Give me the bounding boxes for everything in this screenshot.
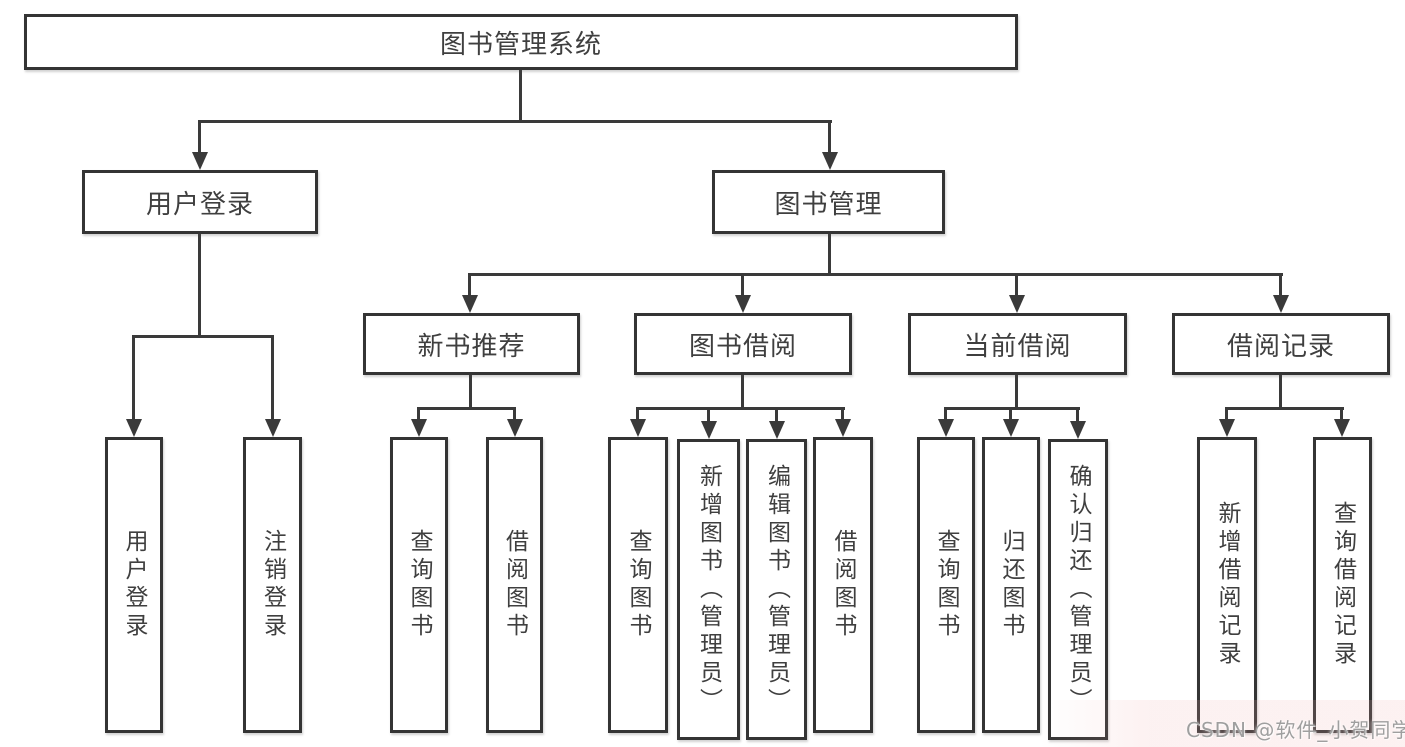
node-borrowing-records: 借阅记录 [1172, 313, 1390, 375]
connector-borrowing-stub [741, 373, 744, 410]
connector-recommendation-children-bar [417, 407, 516, 410]
leaf-recommend-borrow-books: 借阅图书 [486, 437, 543, 733]
arrow-down-icon [775, 407, 778, 421]
leaf-borrowing-borrow-books: 借阅图书 [813, 437, 873, 733]
arrow-down-icon [132, 335, 135, 419]
leaf-borrowing-add-books-admin: 新增图书（管理员） [677, 439, 740, 740]
leaf-user-login: 用户登录 [105, 437, 163, 733]
arrow-down-icon [636, 407, 639, 419]
watermark: CSDN @软件_小贺同学 [1186, 718, 1405, 742]
arrow-down-icon [944, 407, 947, 419]
connector-borrowing-children-bar [636, 407, 845, 410]
leaf-recommend-query-books: 查询图书 [390, 437, 448, 733]
connector-records-children-bar [1225, 407, 1344, 410]
leaf-borrowing-edit-books-admin: 编辑图书（管理员） [746, 439, 807, 740]
leaf-current-query-books: 查询图书 [917, 437, 975, 733]
connector-records-stub [1279, 373, 1282, 410]
arrow-down-icon [1225, 407, 1228, 419]
connector-level3-bar [468, 273, 1283, 276]
arrow-down-icon [741, 273, 744, 295]
arrow-down-icon [1279, 273, 1282, 295]
arrow-down-icon [707, 407, 710, 421]
arrow-down-icon [828, 120, 831, 152]
leaf-records-add-record: 新增借阅记录 [1197, 437, 1257, 733]
connector-recommendation-stub [469, 373, 472, 410]
arrow-down-icon [1015, 273, 1018, 295]
arrow-down-icon [271, 335, 274, 419]
connector-level2-bar [198, 120, 832, 123]
connector-root-stub [519, 68, 522, 122]
arrow-down-icon [198, 120, 201, 152]
node-book-borrowing: 图书借阅 [634, 313, 852, 375]
connector-book-management-stub [828, 232, 831, 276]
leaf-logout: 注销登录 [243, 437, 302, 733]
arrow-down-icon [1340, 407, 1343, 419]
connector-current-children-bar [944, 407, 1080, 410]
node-current-borrowing: 当前借阅 [908, 313, 1127, 375]
connector-user-login-children-bar [132, 335, 274, 338]
leaf-records-query-record: 查询借阅记录 [1313, 437, 1372, 733]
leaf-current-confirm-return-admin: 确认归还（管理员） [1048, 439, 1108, 740]
arrow-down-icon [1076, 407, 1079, 421]
node-user-login: 用户登录 [82, 170, 318, 234]
node-new-book-recommendation: 新书推荐 [363, 313, 580, 375]
connector-current-stub [1015, 373, 1018, 410]
node-library-management-system: 图书管理系统 [24, 14, 1018, 70]
connector-user-login-stub [198, 232, 201, 338]
arrow-down-icon [513, 407, 516, 419]
leaf-borrowing-query-books: 查询图书 [608, 437, 668, 733]
arrow-down-icon [841, 407, 844, 419]
node-book-management: 图书管理 [712, 170, 945, 234]
arrow-down-icon [468, 273, 471, 295]
arrow-down-icon [1009, 407, 1012, 419]
leaf-current-return-books: 归还图书 [982, 437, 1040, 733]
arrow-down-icon [417, 407, 420, 419]
